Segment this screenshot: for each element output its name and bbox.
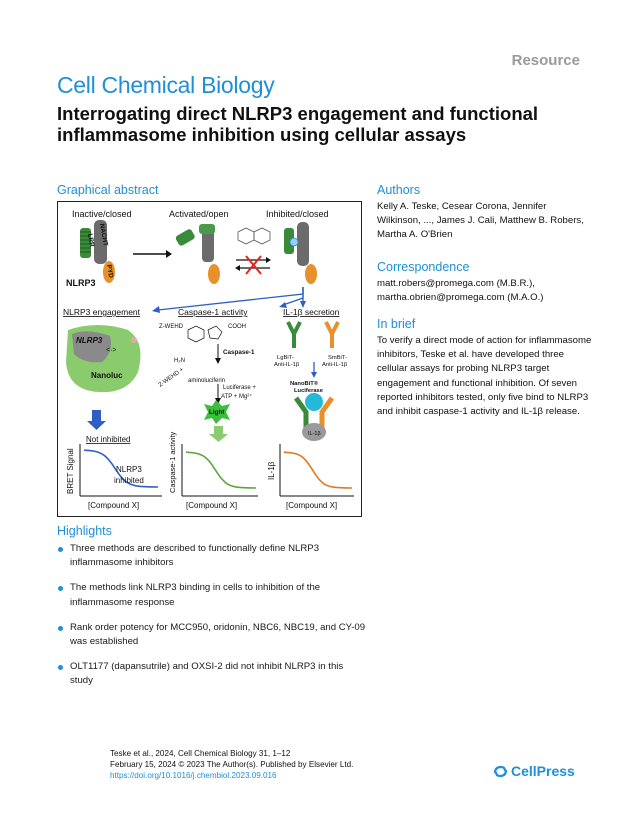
- engagement-nlrp3-label: NLRP3: [76, 336, 103, 345]
- caspase-curve: [185, 451, 256, 489]
- email-obrien-link[interactable]: martha.obrien@promega.com (M.A.O.): [377, 292, 544, 304]
- nanoluc-label: Nanoluc: [91, 371, 123, 380]
- smbit-label: SmBiT-: [328, 355, 347, 361]
- highlights-list: Three methods are described to functiona…: [57, 542, 367, 700]
- inhibitor-molecule-icon: [237, 227, 271, 245]
- engagement-cell-icon: [66, 325, 141, 393]
- nlrp3-inhibited-icon: [284, 222, 317, 284]
- article-title: Interrogating direct NLRP3 engagement an…: [57, 103, 539, 145]
- light-burst-icon: [204, 400, 230, 424]
- authors-heading: Authors: [377, 183, 421, 197]
- nacht-label: NACHT: [98, 223, 109, 247]
- graphical-abstract-heading: Graphical abstract: [57, 183, 159, 197]
- h2n-label: H₂N: [174, 358, 185, 364]
- nanobit-luciferase-label: Luciferase: [294, 388, 324, 394]
- correspondence-emails: matt.robers@promega.com (M.B.R.), martha…: [377, 277, 597, 305]
- aminoluciferin-label: aminoluciferin: [188, 378, 225, 384]
- bret-arrow-glyph: <·>: [106, 347, 117, 354]
- pyd-label: PYD: [105, 264, 114, 279]
- engagement-curve-label: NLRP3: [116, 465, 142, 474]
- caspase-ylabel: Caspase-1 activity: [168, 431, 177, 493]
- engagement-xlabel: [Compound X]: [88, 501, 139, 510]
- caspase-down-arrow: [214, 426, 223, 435]
- graphical-abstract-figure: Inactive/closed Activated/open Inhibited…: [57, 201, 362, 517]
- bullet-icon: [58, 665, 63, 671]
- lgbit-label: LgBiT-: [277, 355, 294, 361]
- cellpress-icon: [493, 765, 508, 777]
- engagement-ylabel: BRET Signal: [66, 448, 75, 494]
- bullet-icon: [58, 547, 63, 552]
- state-label-inactive: Inactive/closed: [72, 209, 132, 219]
- activation-arrowhead: [166, 250, 172, 258]
- highlights-heading: Highlights: [57, 524, 112, 538]
- email-robers-link[interactable]: matt.robers@promega.com (M.B.R.),: [377, 278, 535, 289]
- light-label: Light: [209, 409, 225, 416]
- correspondence-heading: Correspondence: [377, 260, 470, 274]
- highlight-item: Three methods are described to functiona…: [57, 542, 367, 570]
- lrr-label: LRR: [86, 233, 95, 248]
- cooh-label: COOH: [228, 324, 246, 330]
- state-label-inhibited: Inhibited/closed: [266, 209, 329, 219]
- luciferase-label: Luciferase +: [223, 385, 256, 391]
- atp-label: ATP + Mg²⁺: [221, 393, 252, 400]
- assay-caspase-label: Caspase-1 activity: [178, 307, 248, 317]
- il1b-curve: [283, 451, 352, 489]
- in-brief-heading: In brief: [377, 317, 416, 331]
- publication-date-line: February 15, 2024 © 2023 The Author(s). …: [110, 760, 354, 769]
- nlrp3-inactive-icon: LRR NACHT PYD: [80, 220, 115, 283]
- assay-engagement-label: NLRP3 engagement: [63, 307, 141, 317]
- z-wehd-label: Z-WEHD: [159, 324, 184, 330]
- nlrp3-activated-icon: [175, 224, 220, 284]
- engagement-curve: [83, 449, 158, 488]
- nlrp3-label: NLRP3: [66, 278, 96, 288]
- highlight-item: The methods link NLRP3 binding in cells …: [57, 581, 367, 609]
- engagement-down-arrow: [92, 410, 101, 422]
- bullet-icon: [58, 586, 63, 592]
- cellpress-name: CellPress: [511, 763, 575, 779]
- bullet-icon: [58, 625, 63, 631]
- caspase-plot: Caspase-1 activity [Compound X]: [168, 431, 258, 510]
- lgbit-anti-label: Anti-IL-1β: [274, 362, 300, 368]
- caspase1-enzyme-label: Caspase-1: [223, 349, 255, 356]
- cellpress-logo[interactable]: CellPress: [493, 763, 575, 779]
- engagement-curve-label-2: inhibited: [114, 476, 144, 485]
- graphical-abstract-svg: Inactive/closed Activated/open Inhibited…: [63, 209, 354, 510]
- citation-footer: Teske et al., 2024, Cell Chemical Biolog…: [110, 748, 353, 781]
- smbit-anti-label: Anti-IL-1β: [322, 362, 348, 368]
- citation-line: Teske et al., 2024, Cell Chemical Biolog…: [110, 749, 291, 758]
- smbit-antibody-icon: [324, 321, 340, 348]
- engagement-plot: NLRP3 inhibited BRET Signal [Compound X]: [66, 444, 162, 510]
- z-wehd-plus-label: Z-WEHD +: [158, 367, 186, 389]
- in-brief-text: To verify a direct mode of action for in…: [377, 335, 592, 418]
- nanobit-label: NanoBiT®: [290, 380, 319, 387]
- il1b-ylabel: IL-1β: [267, 461, 276, 480]
- il1b-xlabel: [Compound X]: [286, 501, 337, 510]
- article-type-label: Resource: [511, 52, 580, 69]
- not-inhibited-label: Not inhibited: [86, 435, 130, 444]
- state-label-activated: Activated/open: [169, 209, 229, 219]
- caspase-xlabel: [Compound X]: [186, 501, 237, 510]
- lgbit-antibody-icon: [286, 321, 302, 348]
- nanobit-complex-icon: [293, 393, 335, 441]
- highlight-item: OLT1177 (dapansutrile) and OXSI-2 did no…: [57, 660, 367, 688]
- authors-list: Kelly A. Teske, Cesear Corona, Jennifer …: [377, 201, 584, 241]
- doi-link[interactable]: https://doi.org/10.1016/j.chembiol.2023.…: [110, 771, 277, 780]
- highlight-item: Rank order potency for MCC950, oridonin,…: [57, 621, 367, 649]
- luciferin-structure-icon: [187, 325, 223, 343]
- assay-il1b-label: IL-1β secretion: [283, 307, 340, 317]
- il1b-plot: IL-1β [Compound X]: [267, 444, 354, 510]
- journal-name: Cell Chemical Biology: [57, 72, 275, 98]
- il1b-chip-label: IL-1β: [308, 431, 321, 437]
